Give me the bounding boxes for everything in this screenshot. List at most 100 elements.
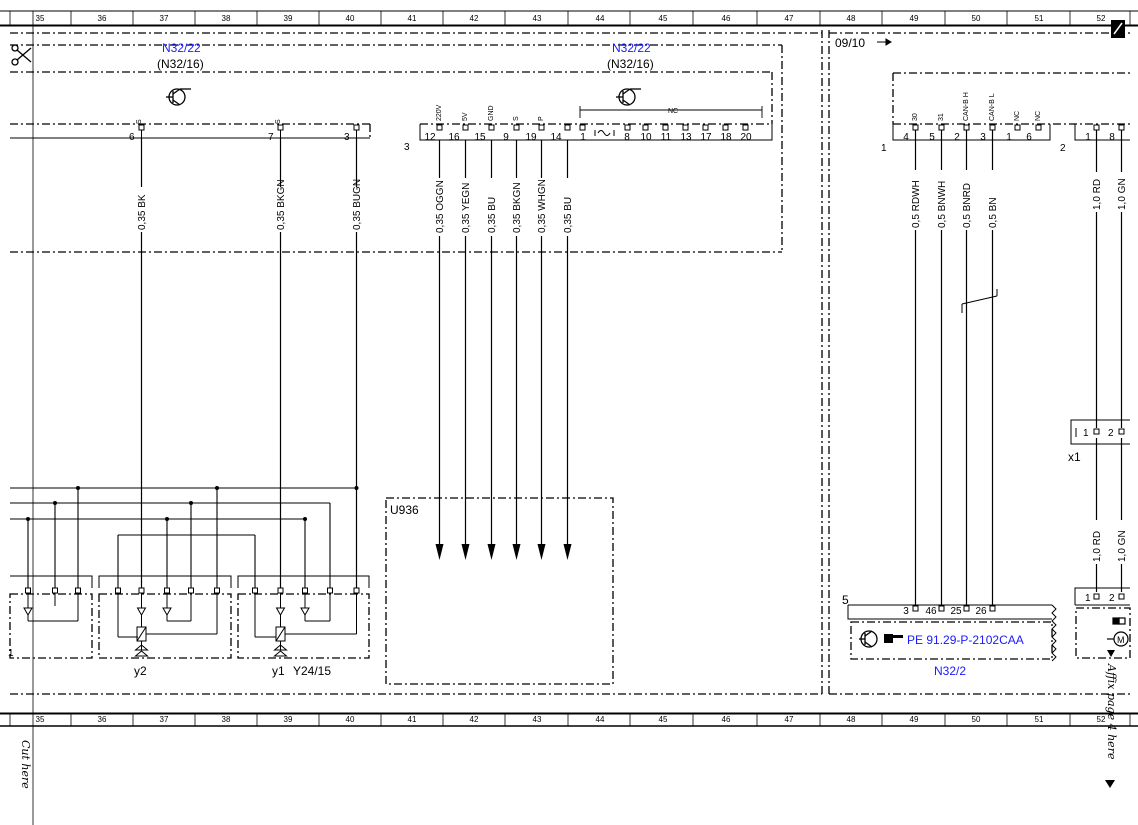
pin-number: 26 [975,606,987,617]
ruler-num: 39 [284,715,293,724]
wire-label: 0,5 BNWH [937,181,948,228]
wire-label: 0,35 BUGN [352,179,363,230]
valve-group-label: Y24/15 [293,664,331,678]
u936-label: U936 [390,503,419,517]
ruler-num: 38 [222,715,231,724]
wire-label: 1,0 GN [1117,530,1128,562]
ruler-num: 48 [847,14,856,23]
module-n32-2-top-box [892,72,1130,125]
pin-number: 5 [929,132,935,143]
n32-2-pins [912,605,996,612]
wire-label: 1,0 RD [1092,179,1103,210]
pin-signal: S [136,119,143,124]
pin-signal: 5V [462,112,469,121]
x1-pins [1093,428,1125,435]
svg-text:M: M [1117,635,1125,645]
affix-page-label: Affix page 4 here [1105,663,1118,760]
ruler-num: 47 [785,715,794,724]
u936-box [385,497,614,685]
wire-label: 1,0 RD [1092,531,1103,562]
ruler-num: 44 [596,715,605,724]
wire-label: 0,5 RDWH [911,180,922,228]
ruler-num: 36 [98,715,107,724]
scissors-icon [11,44,32,66]
pin-number: 7 [268,132,274,143]
valve-harness [10,487,357,588]
n32-2-label: N32/2 [934,664,966,678]
ruler-num: 45 [659,715,668,724]
pin-number: 3 [344,132,350,143]
ruler-num: 49 [910,14,919,23]
pin-signal: 31 [938,113,945,121]
right-wire-labels: 0,5 RDWH 0,5 BNWH 0,5 BNRD 0,5 BN 1,0 RD… [911,178,1128,562]
ruler-num: 52 [1097,715,1106,724]
ruler-num: 50 [972,14,981,23]
module-label: N32/22 [162,41,201,55]
pin-signal: S [513,116,520,121]
pin-number: 1 [580,132,586,143]
connector-3-signals: 220V 5V GND S P [436,104,545,121]
pin-number: 20 [740,132,752,143]
connector-1-pins [912,124,1125,131]
connector-3-pins [436,124,749,131]
module-alt-label: (N32/16) [157,57,204,71]
connector-label: 3 [404,142,410,153]
x1-connector [1070,419,1130,445]
pin-number: 3 [980,132,986,143]
ruler-num: 49 [910,715,919,724]
twisted-pair [961,289,998,313]
ruler-num: 46 [722,715,731,724]
valve-boxes [9,593,370,659]
motor-pins [1093,593,1125,600]
ruler-num: 43 [533,715,542,724]
cut-here-label: Cut here [19,740,32,789]
ruler-num: 39 [284,14,293,23]
valve-label-y1: y1 [272,664,285,678]
pin-signal: 30 [912,113,919,121]
pin-number: 10 [640,132,652,143]
affix-arrow-icon [1107,650,1115,657]
top-ruler [0,10,1138,727]
valve-internals [23,593,357,657]
ruler-num: 48 [847,715,856,724]
ruler-num: 41 [408,14,417,23]
pin-number: 14 [550,132,562,143]
ruler-num: 45 [659,14,668,23]
motor-box [1075,607,1131,659]
ruler-num: 36 [98,14,107,23]
connector-3-numbers: 12 16 15 9 19 14 1 8 10 11 13 17 18 20 [424,132,752,143]
mid-wires [438,140,569,545]
pin-number: 17 [700,132,712,143]
pin-number: 13 [680,132,692,143]
connector-label: 1 [881,143,887,154]
pin-number: 1 [1006,132,1012,143]
page-separators [10,30,1130,695]
wire-label: 1,0 GN [1117,178,1128,210]
ruler-num: 43 [533,14,542,23]
left-wire-labels: 0,35 BK 0,35 BKGN 0,35 BUGN [137,179,363,230]
nc-bracket [579,106,763,118]
pin-number: 8 [1109,132,1115,143]
module-label: N32/22 [612,41,651,55]
left-wires [140,138,358,588]
motor-connector [1074,587,1130,606]
ruler-num: 37 [160,715,169,724]
pin-number: 1 [1085,132,1091,143]
right-wires [914,130,1123,605]
pin-number: 1 [1083,428,1089,439]
pin-signal: GND [488,105,495,121]
ruler-num: 51 [1035,14,1044,23]
pin-number: 18 [720,132,732,143]
pin-number: 11 [661,132,672,143]
pin-signal: NC [1014,111,1021,121]
junction-dots [26,486,359,521]
pin-number: 12 [424,132,436,143]
pin-signal: 220V [436,104,443,121]
wire-label: 0,35 BU [563,197,574,233]
ruler-num: 40 [346,14,355,23]
transistor-icon [859,630,878,648]
n32-2-reference-link[interactable]: PE 91.29-P-2102CAA [907,633,1024,647]
pin-number: 4 [903,132,909,143]
module-alt-label: (N32/16) [607,57,654,71]
